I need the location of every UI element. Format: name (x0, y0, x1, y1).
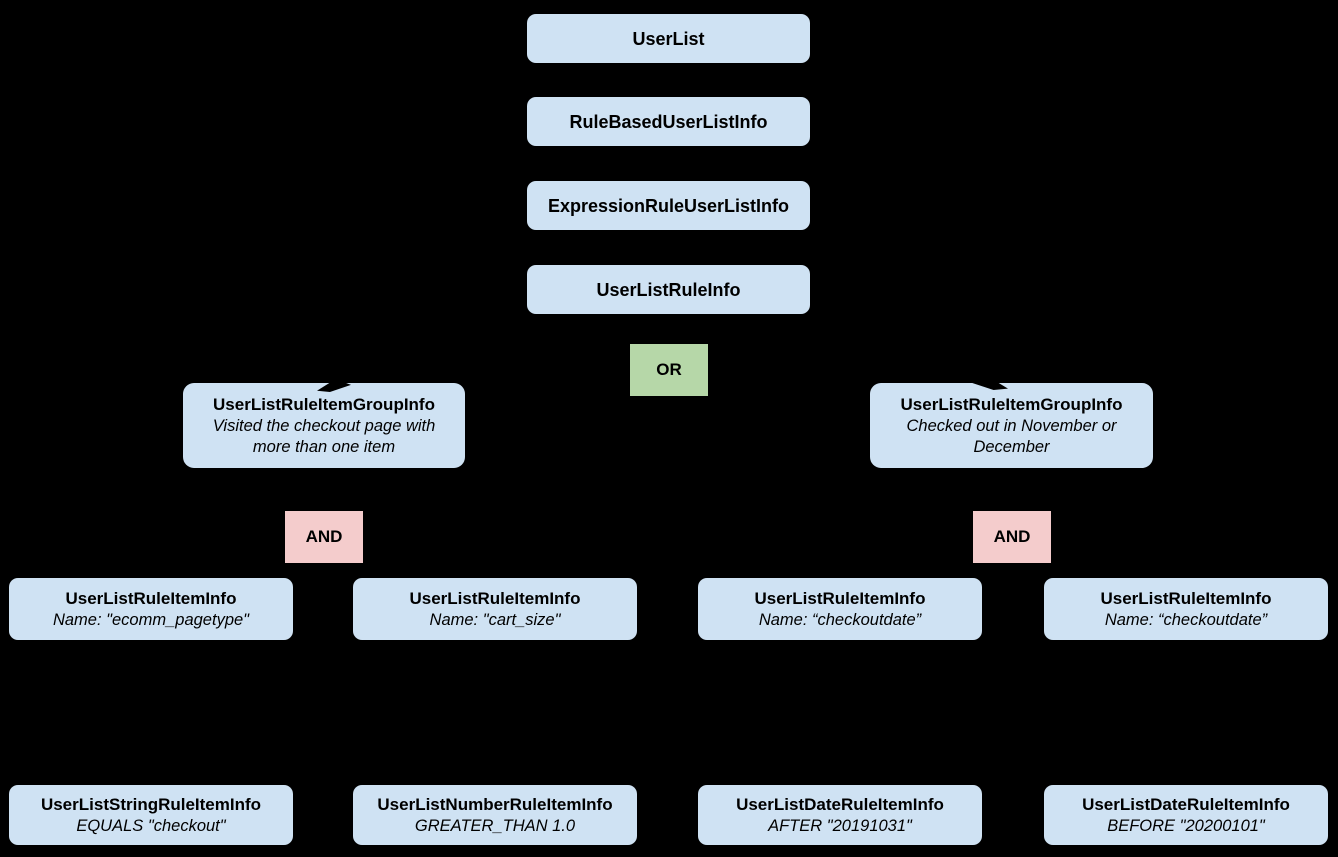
node-dateruleitem-after: UserListDateRuleItemInfo AFTER "20191031… (698, 785, 982, 845)
node-label: UserListRuleInfo (596, 279, 741, 300)
node-ruleitem-cart-size: UserListRuleItemInfo Name: "cart_size" (353, 578, 637, 640)
and-label: AND (993, 527, 1031, 546)
node-detail: Name: “checkoutdate” (1104, 610, 1268, 629)
node-label: ExpressionRuleUserListInfo (547, 195, 790, 216)
node-title: UserListStringRuleItemInfo (40, 794, 262, 814)
and-operator-box-left: AND (285, 511, 363, 563)
node-detail: Name: "cart_size" (429, 610, 561, 629)
node-title: UserListRuleItemInfo (409, 588, 581, 608)
node-userlistruleinfo: UserListRuleInfo (527, 265, 810, 314)
node-ruleitemgroup-right: UserListRuleItemGroupInfo Checked out in… (870, 383, 1153, 468)
node-title: UserListRuleItemInfo (754, 588, 926, 608)
and-label: AND (305, 527, 343, 546)
group-title: UserListRuleItemGroupInfo (900, 394, 1123, 414)
group-description-line: Visited the checkout page with (212, 416, 436, 435)
group-title: UserListRuleItemGroupInfo (213, 394, 435, 414)
node-rulebaseduserlistinfo: RuleBasedUserListInfo (527, 97, 810, 146)
node-ruleitem-checkoutdate-1: UserListRuleItemInfo Name: “checkoutdate… (698, 578, 982, 640)
node-label: UserList (632, 28, 705, 49)
and-operator-box-right: AND (973, 511, 1051, 563)
or-label: OR (656, 360, 682, 379)
node-detail: Name: "ecomm_pagetype" (52, 610, 250, 629)
node-expressionruleuserlistinfo: ExpressionRuleUserListInfo (527, 181, 810, 230)
node-title: UserListRuleItemInfo (65, 588, 237, 608)
node-ruleitemgroup-left: UserListRuleItemGroupInfo Visited the ch… (183, 383, 465, 468)
node-stringruleitem: UserListStringRuleItemInfo EQUALS "check… (9, 785, 293, 845)
node-title: UserListDateRuleItemInfo (736, 794, 944, 814)
node-detail: Name: “checkoutdate” (758, 610, 922, 629)
group-description-line: Checked out in November or (906, 416, 1117, 435)
node-label: RuleBasedUserListInfo (569, 111, 768, 132)
node-dateruleitem-before: UserListDateRuleItemInfo BEFORE "2020010… (1044, 785, 1328, 845)
node-detail: EQUALS "checkout" (76, 816, 226, 835)
node-ruleitem-checkoutdate-2: UserListRuleItemInfo Name: “checkoutdate… (1044, 578, 1328, 640)
node-detail: AFTER "20191031" (768, 816, 912, 835)
or-operator-box: OR (630, 344, 708, 396)
node-detail: BEFORE "20200101" (1107, 816, 1265, 835)
group-description-line: December (973, 437, 1050, 456)
node-detail: GREATER_THAN 1.0 (414, 816, 576, 835)
node-userlist: UserList (527, 14, 810, 63)
node-title: UserListDateRuleItemInfo (1082, 794, 1290, 814)
node-title: UserListRuleItemInfo (1100, 588, 1272, 608)
node-numberruleitem: UserListNumberRuleItemInfo GREATER_THAN … (353, 785, 637, 845)
node-title: UserListNumberRuleItemInfo (377, 794, 613, 814)
group-description-line: more than one item (252, 437, 396, 456)
node-ruleitem-ecomm-pagetype: UserListRuleItemInfo Name: "ecomm_pagety… (9, 578, 293, 640)
